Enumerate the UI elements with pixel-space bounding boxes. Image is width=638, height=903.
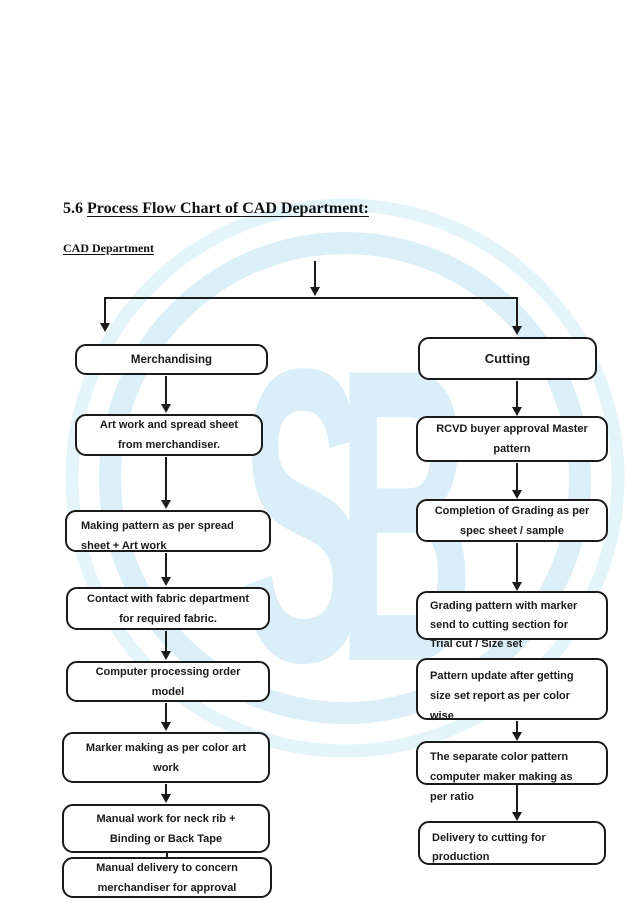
flow-box-art-work: Art work and spread sheet from merchandi… — [75, 414, 263, 456]
flow-box-computer-processing: Computer processing order model — [66, 661, 270, 702]
flow-box-delivery-cutting: Delivery to cutting for production — [418, 821, 606, 865]
heading-number: 5.6 — [63, 200, 87, 217]
flow-box-making-pattern: Making pattern as per spread sheet + Art… — [65, 510, 271, 552]
flow-box-rcvd-buyer: RCVD buyer approval Master pattern — [416, 416, 608, 462]
flow-box-completion-grading: Completion of Grading as per spec sheet … — [416, 499, 608, 542]
subheading-cad-department: CAD Department — [63, 241, 154, 255]
flow-box-pattern-update: Pattern update after getting size set re… — [416, 658, 608, 722]
flow-box-manual-delivery: Manual delivery to concern merchandiser … — [62, 857, 272, 898]
flow-box-separate-color: The separate color pattern computer make… — [416, 741, 608, 803]
flow-box-manual-work: Manual work for neck rib + Binding or Ba… — [62, 804, 270, 853]
flow-box-grading-pattern: Grading pattern with marker send to cutt… — [416, 591, 608, 650]
section-heading: 5.6 Process Flow Chart of CAD Department… — [63, 200, 369, 218]
flow-box-contact-fabric: Contact with fabric department for requi… — [66, 587, 270, 630]
merchandising-header-box: Merchandising — [75, 344, 268, 375]
cutting-header-box: Cutting — [418, 337, 597, 380]
flow-box-marker-making: Marker making as per color art work — [62, 732, 270, 783]
heading-title: Process Flow Chart of CAD Department: — [87, 200, 369, 217]
